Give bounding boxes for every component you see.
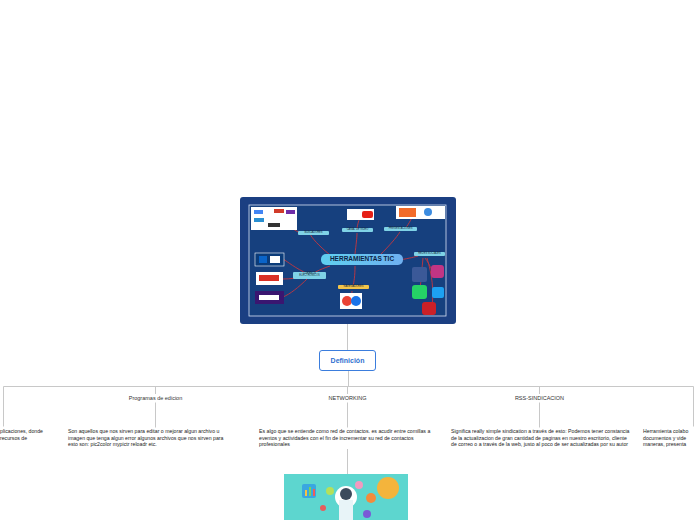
branch-label: CANAL DE VIDEO <box>342 228 373 232</box>
topic-title: RSS-SINDICACION <box>513 394 566 402</box>
topic-description: Herramienta colabo documentos y vide man… <box>643 427 696 449</box>
description-text: Significa really simple sindication a tr… <box>451 428 631 448</box>
central-label: Definición <box>331 357 365 364</box>
branch-connector <box>349 372 694 427</box>
topic-description: plicaciones, donde recursos de <box>0 427 52 442</box>
description-text: plicaciones, donde recursos de <box>0 428 52 441</box>
networking-image <box>284 474 408 520</box>
branch-connector <box>539 403 540 428</box>
topic-title: NETWORKING <box>327 394 369 402</box>
topic-label: NETWORKING <box>329 395 367 401</box>
branch-label: BUSCADORES <box>298 231 329 235</box>
mindmap-frame <box>249 205 446 316</box>
image-link <box>347 449 348 474</box>
central-topic: Definición <box>319 350 376 371</box>
branch-label: CORREOS ELECTRONICOS <box>293 272 326 279</box>
branch-connector <box>349 372 540 395</box>
branch-connector <box>155 403 156 428</box>
branch-label: NAVEGADORES <box>338 285 369 289</box>
topic-label: RSS-SINDICACION <box>515 395 564 401</box>
branch-connector <box>4 372 349 427</box>
topic-description: Son aquellos que nos sirven para editar … <box>68 427 230 449</box>
logos <box>251 206 445 315</box>
mindmap-branches <box>280 214 433 306</box>
description-text: Son aquellos que nos sirven para editar … <box>68 428 230 448</box>
image-title: HERRAMIENTAS TIC <box>321 254 403 265</box>
branch-label: REDES SOCIALES <box>414 252 445 256</box>
image-link <box>347 324 348 350</box>
topic-description: Es algo que se entiende como red de cont… <box>259 427 435 449</box>
branch-connector <box>156 372 349 395</box>
description-text: Herramienta colabo documentos y vide man… <box>643 428 696 448</box>
topic-label: Programas de edicion <box>129 395 183 401</box>
branch-label: PRESENTACIONES <box>384 227 417 231</box>
topic-description: Significa really simple sindication a tr… <box>451 427 631 449</box>
description-text: Es algo que se entiende como red de cont… <box>259 428 435 448</box>
branch-connector <box>347 403 348 428</box>
mindmap-image <box>240 197 456 324</box>
topic-title: Programas de edicion <box>127 394 185 402</box>
